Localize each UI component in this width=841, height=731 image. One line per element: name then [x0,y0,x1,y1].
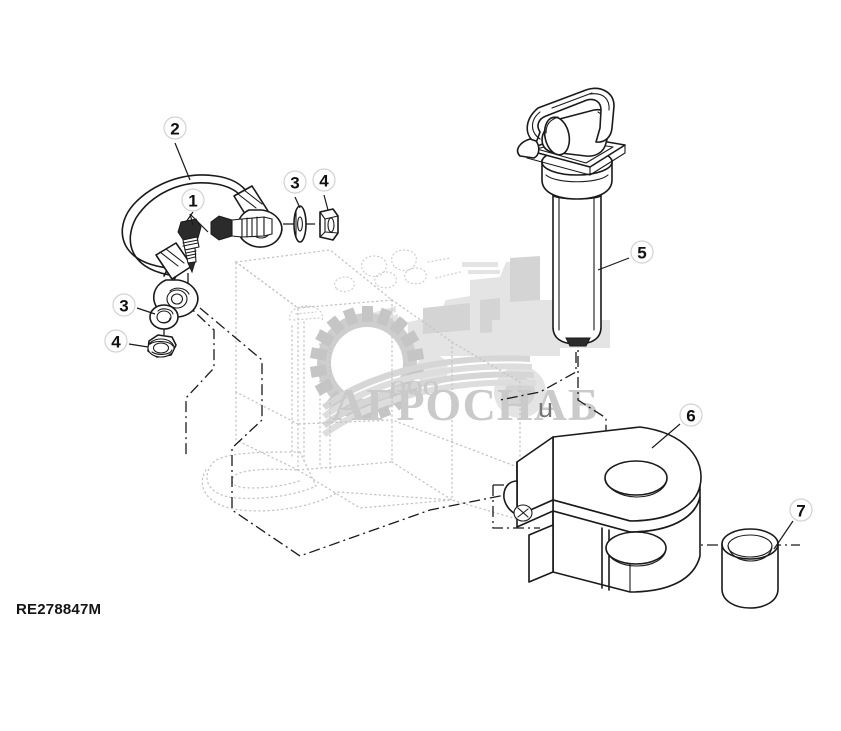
part-3-washer-right [293,205,307,243]
phantom-drawbar-outline [201,249,521,521]
cap-screw-horizontal [210,215,273,241]
callout-4-left-label: 4 [111,333,121,352]
part-1-cap-screws [177,215,273,274]
callout-6: 6 [679,403,703,427]
callout-3-right-label: 3 [290,174,299,193]
callout-5-label: 5 [637,244,646,263]
callout-2: 2 [163,116,187,140]
callout-6-label: 6 [686,407,695,426]
part-3-washer-left [149,304,179,330]
part-6-clevis-bracket [503,426,702,593]
watermark-company-name: АГРОСНАБ [332,379,599,430]
part-4-lock-nut-right [319,208,339,241]
callout-7-label: 7 [796,502,805,521]
callout-3-right: 3 [283,170,307,194]
part-5-hitch-pin [516,87,626,347]
callout-4-right-label: 4 [319,172,329,191]
callout-bubbles: 2 1 3 4 3 4 5 [104,116,813,522]
callout-1: 1 [181,188,205,212]
watermark-company-suffix: ООО [390,376,439,400]
callout-3-left-label: 3 [119,297,128,316]
part-7-bushing [721,528,779,609]
callout-7: 7 [789,498,813,522]
callout-4-right: 4 [312,168,336,192]
watermark-trailing-char: u [538,393,553,423]
cap-screw-vertical [177,218,202,274]
callout-4-left: 4 [104,329,128,353]
callout-1-label: 1 [188,192,197,211]
callout-2-label: 2 [170,120,179,139]
callout-3-left: 3 [112,293,136,317]
part-4-lock-nut-left [147,334,177,358]
callout-leader-lines [128,142,794,550]
callout-5: 5 [630,240,654,264]
part-number-label: RE278847M [16,601,102,618]
